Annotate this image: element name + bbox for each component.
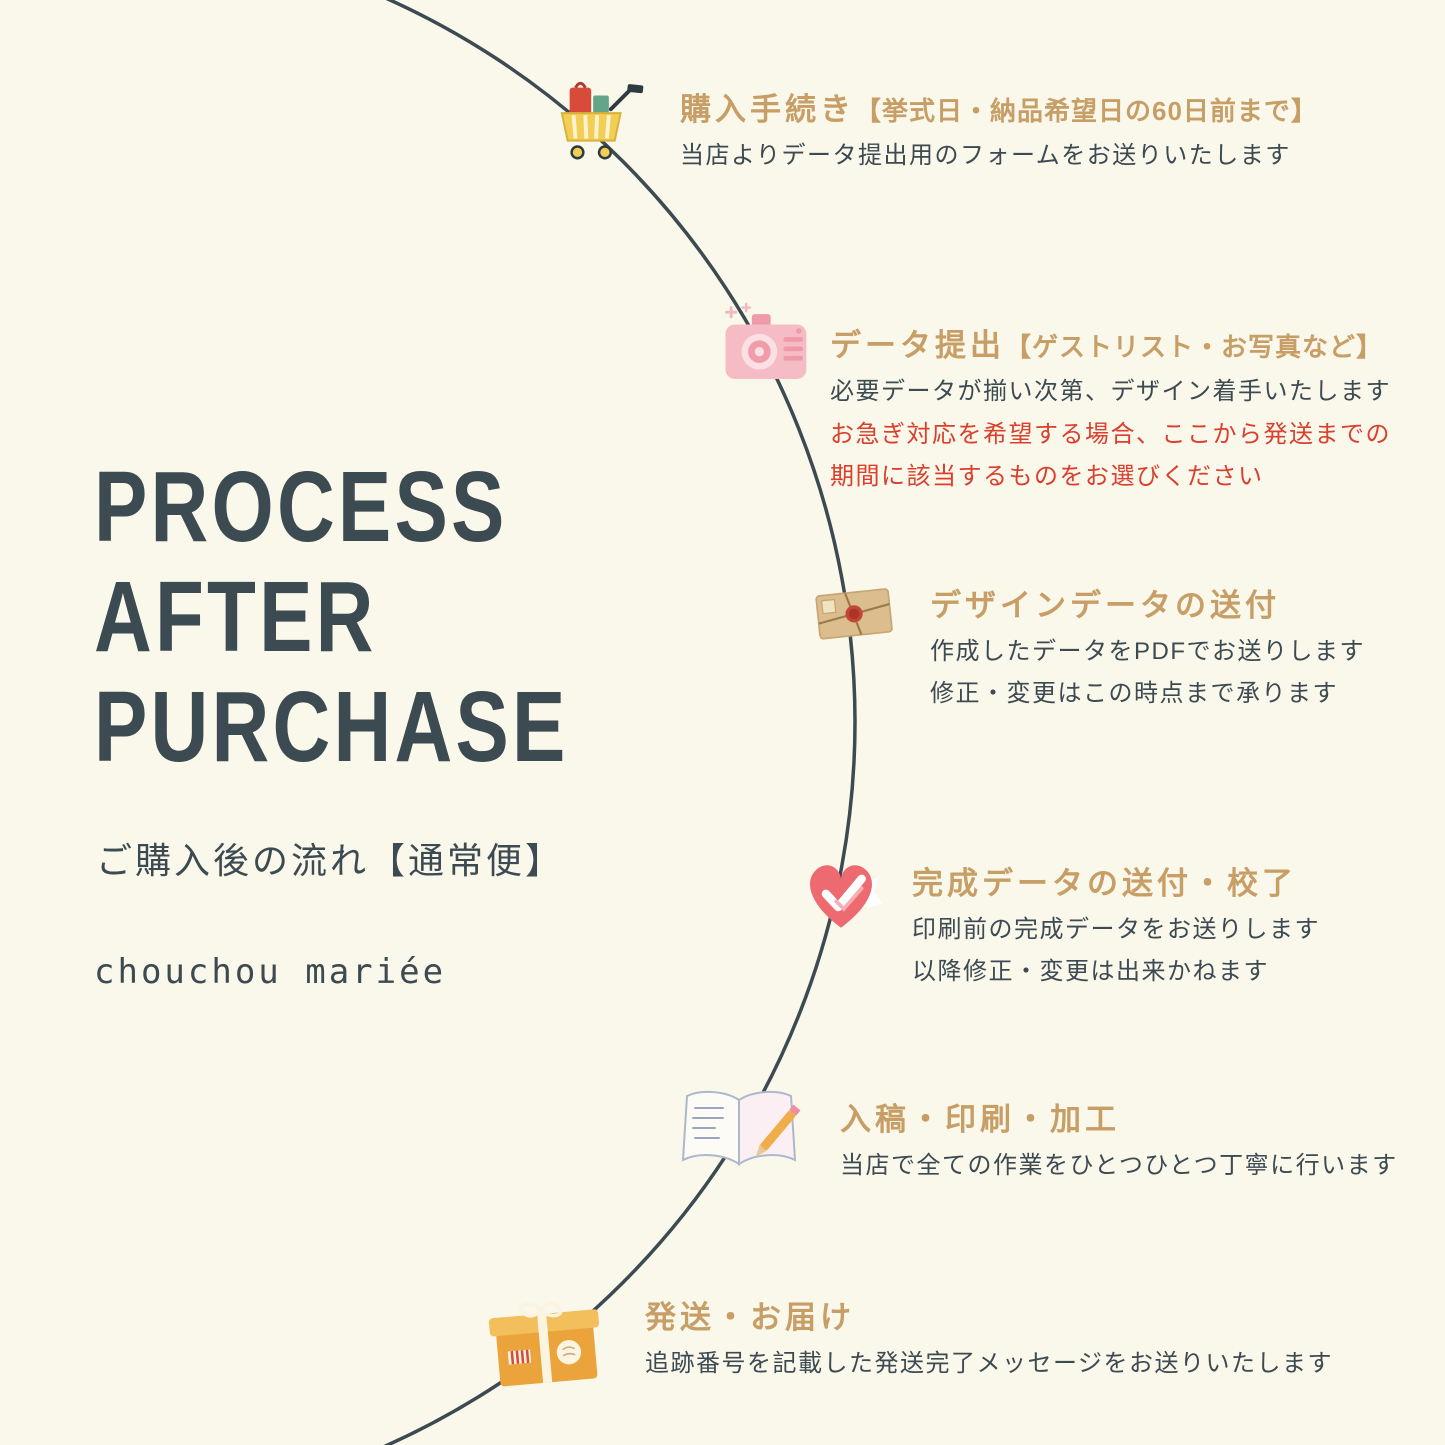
step-body-line: 以降修正・変更は出来かねます [912, 957, 1269, 985]
step-heading-note: 【ゲストリスト・お写真など】 [1005, 332, 1384, 362]
step-alert-line: 期間に該当するものをお選びください [830, 462, 1264, 490]
step-heading-row: 完成データの送付・校了 [912, 858, 1320, 903]
step-body-line: 当店で全ての作業をひとつひとつ丁寧に行います [840, 1152, 1398, 1179]
step-print: 入稿・印刷・加工 当店で全ての作業をひとつひとつ丁寧に行います [840, 1094, 1398, 1185]
step-heading: デザインデータの送付 [930, 588, 1280, 623]
page-subtitle: ご購入後の流れ【通常便】 [96, 840, 565, 881]
step-alert-line: お急ぎ対応を希望する場合、ここから発送までの [830, 420, 1391, 448]
step-body-line: 印刷前の完成データをお送りします [912, 916, 1320, 943]
step-heading-note: 【挙式日・納品希望日の60日前まで】 [855, 96, 1318, 126]
heart-check-icon [793, 845, 889, 939]
step-heading-row: 購入手続き【挙式日・納品希望日の60日前まで】 [680, 84, 1318, 129]
step-data-submission: データ提出【ゲストリスト・お写真など】 必要データが揃い次第、デザイン着手いたし… [830, 320, 1391, 495]
step-heading: 購入手続き [680, 92, 855, 127]
step-heading-row: データ提出【ゲストリスト・お写真など】 [830, 320, 1391, 365]
page-title: PROCESS AFTER PURCHASE [94, 452, 687, 782]
step-shipping: 発送・お届け 追跡番号を記載した発送完了メッセージをお送りいたします [645, 1292, 1333, 1383]
camera-icon [718, 300, 812, 394]
step-heading-row: 発送・お届け [645, 1292, 1333, 1337]
step-body-line: 作成したデータをPDFでお送りします [930, 638, 1365, 665]
title-line-2: AFTER [94, 561, 377, 673]
step-heading: 発送・お届け [645, 1300, 855, 1335]
brand-name: chouchou mariée [94, 952, 447, 992]
step-final-data: 完成データの送付・校了 印刷前の完成データをお送りします 以降修正・変更は出来か… [912, 858, 1320, 991]
title-line-1: PROCESS [94, 451, 508, 563]
step-heading: 入稿・印刷・加工 [840, 1102, 1120, 1137]
step-design-data: デザインデータの送付 作成したデータをPDFでお送りします 修正・変更はこの時点… [930, 580, 1365, 713]
step-heading: 完成データの送付・校了 [912, 866, 1297, 901]
package-box-icon [475, 1285, 617, 1397]
step-body-line: 当店よりデータ提出用のフォームをお送りいたします [680, 142, 1291, 169]
step-purchase: 購入手続き【挙式日・納品希望日の60日前まで】 当店よりデータ提出用のフォームを… [680, 84, 1318, 175]
shopping-cart-icon [552, 70, 650, 172]
step-heading-row: 入稿・印刷・加工 [840, 1094, 1398, 1139]
step-body-line: 修正・変更はこの時点まで承ります [930, 679, 1338, 707]
title-line-3: PURCHASE [94, 671, 569, 783]
step-body-line: 必要データが揃い次第、デザイン着手いたします [830, 378, 1391, 405]
step-body-line: 追跡番号を記載した発送完了メッセージをお送りいたします [645, 1350, 1334, 1377]
step-heading-row: デザインデータの送付 [930, 580, 1365, 625]
notebook-pencil-icon [668, 1082, 810, 1182]
step-heading: データ提出 [830, 328, 1005, 363]
sealed-envelope-icon [808, 570, 900, 656]
